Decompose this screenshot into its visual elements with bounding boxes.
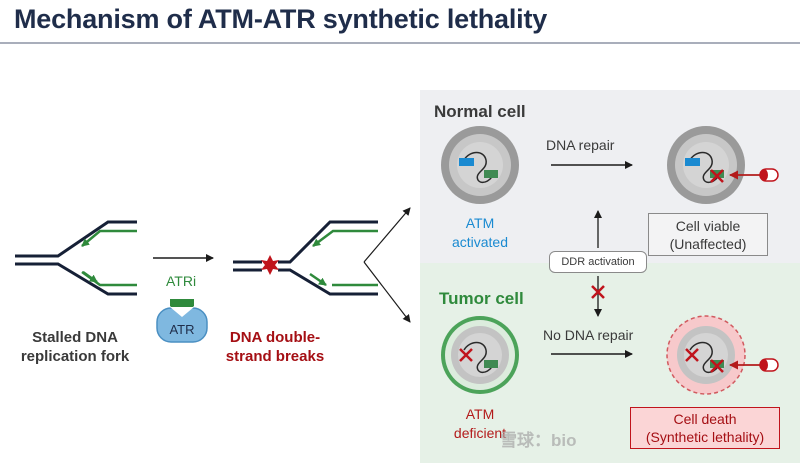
branch-arrows <box>363 207 411 323</box>
broken-fork-nascent-strands <box>309 229 378 287</box>
broken-replication-fork <box>233 220 378 296</box>
dna-repair-label: DNA repair <box>546 137 615 153</box>
tumor-drug-capsule <box>759 358 779 372</box>
cell-viable-box: Cell viable (Unaffected) <box>648 213 768 256</box>
title-divider <box>0 42 800 44</box>
dsb-label: DNA double- strand breaks <box>225 329 325 365</box>
normal-drug-capsule <box>759 168 779 182</box>
ddr-activation-label: DDR activation <box>549 251 647 273</box>
cell-death-box: Cell death (Synthetic lethality) <box>630 407 780 449</box>
stalled-replication-fork <box>15 220 137 296</box>
atri-label: ATRi <box>166 273 197 289</box>
normal-cell-viable <box>667 126 745 204</box>
no-dna-repair-label: No DNA repair <box>543 327 634 343</box>
tumor-cell-atm-deficient <box>441 316 519 394</box>
atr-label: ATR <box>169 322 195 337</box>
page-title: Mechanism of ATM-ATR synthetic lethality <box>14 4 548 34</box>
watermark: 雪球：bio <box>500 431 577 450</box>
tumor-cell-dying <box>666 315 746 395</box>
normal-cell-title: Normal cell <box>434 102 526 121</box>
ddr-blocked-cross <box>591 285 605 299</box>
atr-inhibitor-icon <box>156 299 208 343</box>
tumor-cell-title: Tumor cell <box>439 289 524 308</box>
fork-nascent-strands <box>81 229 137 287</box>
normal-cell-atm-activated <box>441 126 519 204</box>
stalled-fork-label: Stalled DNA replication fork <box>20 329 130 365</box>
atm-deficient-label: ATM deficient <box>453 406 507 441</box>
double-strand-break-star <box>261 255 279 275</box>
atm-activated-label: ATM activated <box>451 215 509 250</box>
